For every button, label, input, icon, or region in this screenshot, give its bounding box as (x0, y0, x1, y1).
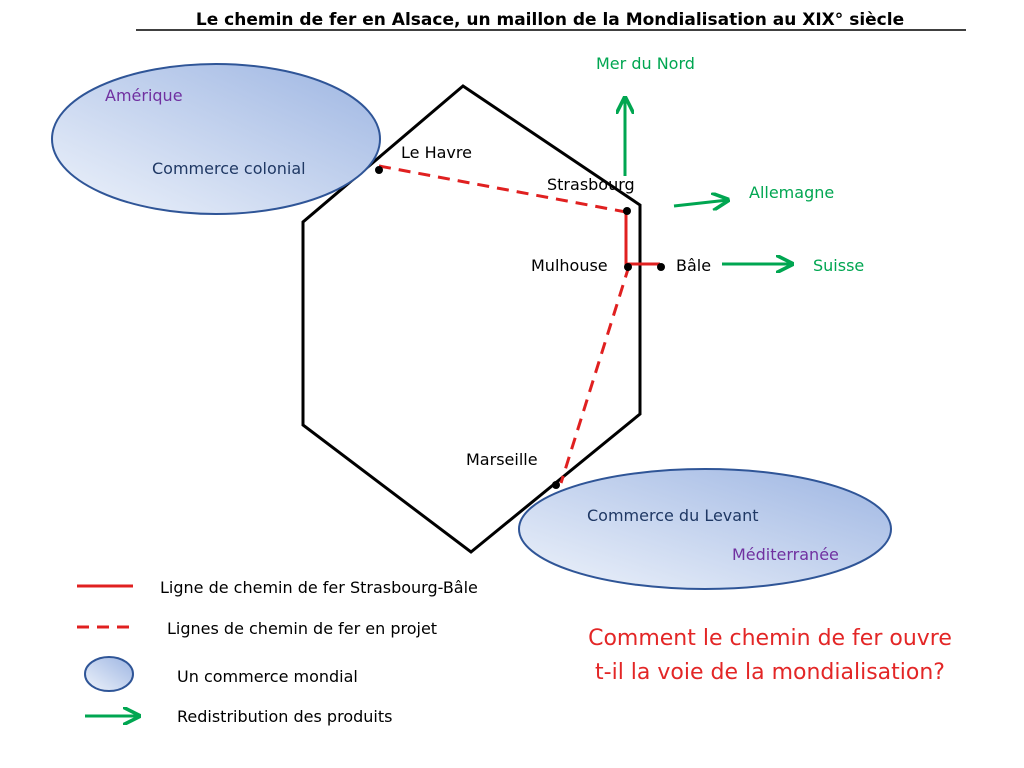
legend-ellipse-label: Un commerce mondial (177, 667, 358, 686)
region-label-mediterranee: Méditerranée (732, 545, 839, 564)
arrow-allemagne (673, 200, 728, 206)
planned-line-mulhouse-marseille (559, 265, 631, 484)
levant-trade-ellipse (518, 468, 892, 590)
destination-mer-du-nord: Mer du Nord (596, 54, 695, 73)
legend-dashed-line-label: Lignes de chemin de fer en projet (167, 619, 437, 638)
france-hexagon (301, 84, 642, 554)
legend-ellipse-swatch (84, 656, 134, 692)
railway-strasbourg-bale (624, 212, 660, 266)
legend-solid-line-label: Ligne de chemin de fer Strasbourg-Bâle (160, 578, 478, 597)
city-label-le-havre: Le Havre (401, 143, 472, 162)
central-question: Comment le chemin de fer ouvre t-il la v… (588, 626, 952, 685)
region-label-amerique: Amérique (105, 86, 183, 105)
destination-suisse: Suisse (813, 256, 864, 275)
city-dot-strasbourg (623, 207, 631, 215)
america-trade-ellipse (51, 63, 381, 215)
legend-arrow-label: Redistribution des produits (177, 707, 392, 726)
planned-line-le-havre-strasbourg (378, 164, 627, 214)
city-label-marseille: Marseille (466, 450, 538, 469)
city-dot-marseille (552, 481, 560, 489)
destination-allemagne: Allemagne (749, 183, 834, 202)
city-label-bale: Bâle (676, 256, 711, 275)
city-label-mulhouse: Mulhouse (531, 256, 608, 275)
city-dot-bale (657, 263, 665, 271)
trade-label-colonial: Commerce colonial (152, 159, 306, 178)
city-label-strasbourg: Strasbourg (547, 175, 635, 194)
trade-label-levant: Commerce du Levant (587, 506, 758, 525)
city-dot-mulhouse (624, 263, 632, 271)
city-dot-le-havre (375, 166, 383, 174)
page-title: Le chemin de fer en Alsace, un maillon d… (196, 10, 904, 30)
